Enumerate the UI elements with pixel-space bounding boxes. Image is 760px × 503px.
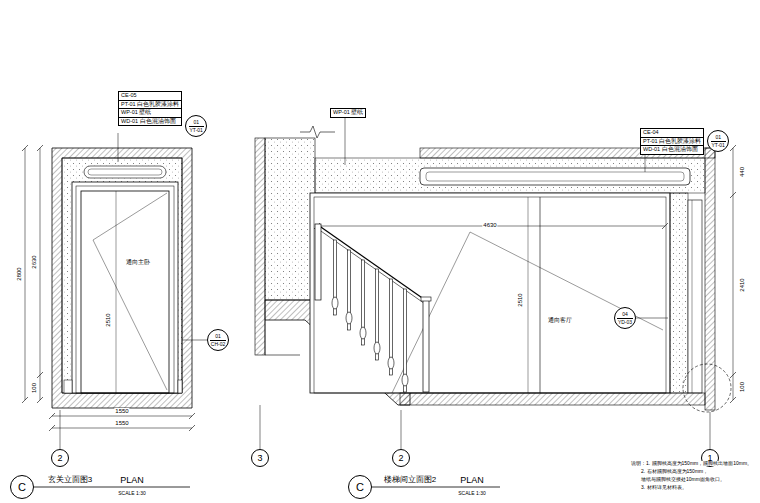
node-text: WP-01 壁纸 xyxy=(119,109,181,118)
note-text: 说明：1. 踢脚线高度为150mm，踢脚线出墙面10mm。 xyxy=(630,461,753,466)
material-tag: WP-01 壁纸 xyxy=(330,108,366,118)
drawing-title: 楼梯间立面图2 xyxy=(383,476,437,484)
node-text: YT-01 xyxy=(711,141,726,148)
detail-callout: 01YT-01 xyxy=(185,115,207,137)
detail-callout: 01YT-01 xyxy=(707,130,729,152)
node-text: PT-01 白色乳胶漆涂料 xyxy=(119,101,181,110)
node-text: 01 xyxy=(192,120,200,125)
note-text: 2. 石材踢脚线高度为150mm， xyxy=(640,469,709,474)
node-text: CH-02 xyxy=(210,340,226,347)
node-text: PT-01 白色乳胶漆涂料 xyxy=(641,138,703,147)
dimension: 1550 xyxy=(114,408,129,414)
node-text: C xyxy=(355,482,365,493)
node-text: WD-01 白色混油饰面 xyxy=(119,118,181,126)
section-callout: 01CH-02 xyxy=(207,329,229,351)
node-text: CE-05 xyxy=(119,92,181,101)
dimension: 100 xyxy=(31,382,37,394)
node-text: 01 xyxy=(214,334,222,339)
grid-bubble: 2 xyxy=(51,449,69,467)
node-text: WP-01 壁纸 xyxy=(331,109,365,117)
node-text: 04 xyxy=(621,312,629,317)
dimension: 2510 xyxy=(105,312,111,327)
plan-label: PLAN xyxy=(119,476,145,485)
title-marker: C xyxy=(348,475,372,499)
dimension: 1550 xyxy=(114,420,129,426)
plan-label: PLAN xyxy=(459,476,485,485)
dimension: 2510 xyxy=(517,292,523,307)
scale-label: SCALE 1:30 xyxy=(457,491,487,496)
room-label: 通向客厅 xyxy=(547,317,573,323)
dimension: 100 xyxy=(739,381,745,393)
dimension: 2800 xyxy=(16,266,22,281)
dimension: 2410 xyxy=(739,277,745,292)
drawing-title: 玄关立面图3 xyxy=(47,476,93,484)
node-text: 2 xyxy=(56,454,63,463)
grid-bubble: 3 xyxy=(251,449,269,467)
node-text: CE-04 xyxy=(641,129,703,138)
material-tag: CE-05PT-01 白色乳胶漆涂料WP-01 壁纸WD-01 白色混油饰面 xyxy=(118,91,182,126)
node-text: 2 xyxy=(397,454,404,463)
node-text: 3 xyxy=(256,454,263,463)
node-text: C xyxy=(17,482,27,493)
dimension: 4630 xyxy=(482,222,497,228)
title-marker: C xyxy=(10,475,34,499)
note-text: 3. 材料详见材料表。 xyxy=(640,485,688,490)
section-callout: 04YD-03 xyxy=(614,307,636,329)
note-text: 墙纸与踢脚线交接处10mm圆角收口。 xyxy=(640,477,726,482)
scale-label: SCALE 1:30 xyxy=(117,491,147,496)
node-text: YD-03 xyxy=(617,318,633,325)
grid-bubble: 2 xyxy=(392,449,410,467)
node-text: 01 xyxy=(714,135,722,140)
node-text: YT-01 xyxy=(189,126,204,133)
material-tag: CE-04PT-01 白色乳胶漆涂料WD-01 白色混油饰面 xyxy=(640,128,704,155)
dimension: 2630 xyxy=(31,254,37,269)
dimension: 440 xyxy=(739,166,745,178)
node-text: WD-01 白色混油饰面 xyxy=(641,146,703,154)
room-label: 通向主卧 xyxy=(125,259,151,265)
